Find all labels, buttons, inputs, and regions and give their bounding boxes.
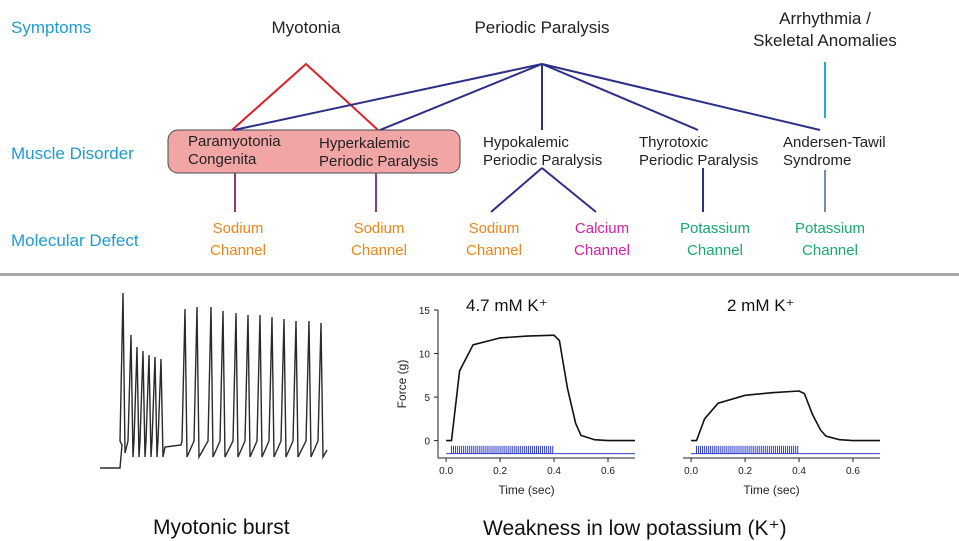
caption-myotonic-burst: Myotonic burst [153, 516, 290, 539]
defect-3-line1: Calcium [574, 220, 630, 237]
disorder-andersen-line2: Syndrome [783, 152, 852, 169]
periodic-paralysis-connectors [233, 63, 821, 213]
y-tick-label: 10 [419, 350, 431, 361]
defect-3-line2: Channel [574, 242, 630, 259]
disorder-hypokalemic-line2: Periodic Paralysis [483, 152, 603, 169]
disorder-paramyotonia-line2: Congenita [188, 151, 257, 168]
row-label-molecular-defect: Molecular Defect [11, 231, 139, 250]
x-tick-label: 0.0 [439, 466, 453, 477]
defect-2-line1: Sodium [468, 220, 520, 237]
x-tick-label: 0.4 [547, 466, 561, 477]
defect-1-line1: Sodium [353, 220, 405, 237]
x-tick-label: 0.0 [684, 466, 698, 477]
force-trace [691, 390, 880, 442]
defect-5-line2: Channel [802, 242, 858, 259]
x-tick-label: 0.2 [493, 466, 507, 477]
myotonia-connector [231, 62, 379, 131]
defect-1-line2: Channel [351, 242, 407, 259]
defect-5: Potassium Channel [786, 218, 874, 262]
x-tick-label: 0.4 [792, 466, 806, 477]
defect-2-line2: Channel [466, 242, 522, 259]
disorder-hyperkalemic-line1: Hyperkalemic [319, 135, 410, 152]
plot-title-right: 2 mM K⁺ [727, 296, 795, 315]
disorder-thyrotoxic: Thyrotoxic Periodic Paralysis [639, 134, 758, 170]
disorder-hypokalemic-line1: Hypokalemic [483, 134, 569, 151]
force-trace [446, 334, 635, 442]
disorder-andersen-line1: Andersen-Tawil [783, 134, 886, 151]
x-axis-label: Time (sec) [498, 483, 554, 497]
defect-5-line1: Potassium [794, 220, 866, 237]
disorder-andersen-tawil: Andersen-Tawil Syndrome [783, 134, 886, 170]
defect-4: Potassium Channel [671, 218, 759, 262]
x-tick-label: 0.6 [846, 466, 860, 477]
symptom-arrhythmia-line2: Skeletal Anomalies [753, 31, 897, 50]
defect-0: Sodium Channel [200, 218, 276, 262]
disorder-thyrotoxic-line1: Thyrotoxic [639, 134, 709, 151]
symptom-periodic-paralysis: Periodic Paralysis [474, 18, 610, 37]
y-tick-label: 0 [424, 437, 430, 448]
y-tick-label: 15 [419, 306, 431, 317]
burst-trace-line [100, 292, 328, 469]
symptom-myotonia: Myotonia [271, 18, 341, 37]
defect-1: Sodium Channel [341, 218, 417, 262]
section-divider [0, 273, 959, 276]
defect-4-line2: Channel [687, 242, 743, 259]
row-label-symptoms: Symptoms [11, 18, 92, 37]
disorder-hypokalemic: Hypokalemic Periodic Paralysis [483, 134, 602, 170]
defect-2: Sodium Channel [456, 218, 532, 262]
plot-title-left: 4.7 mM K⁺ [466, 296, 548, 315]
x-tick-label: 0.2 [738, 466, 752, 477]
x-tick-label: 0.6 [601, 466, 615, 477]
x-axis-label: Time (sec) [743, 483, 799, 497]
disorder-hyperkalemic-line2: Periodic Paralysis [319, 153, 439, 170]
disorder-hyperkalemic: Hyperkalemic Periodic Paralysis [319, 135, 438, 171]
symptom-arrhythmia-line1: Arrhythmia / [779, 9, 871, 28]
myotonic-burst-trace [100, 292, 328, 469]
defect-4-line1: Potassium [679, 220, 751, 237]
row-label-muscle-disorder: Muscle Disorder [11, 144, 134, 163]
disease-tree-diagram [167, 62, 826, 213]
y-tick-label: 5 [424, 393, 430, 404]
defect-3: Calcium Channel [562, 218, 642, 262]
y-axis-label: Force (g) [395, 360, 409, 409]
caption-weakness: Weakness in low potassium (K⁺) [483, 517, 787, 540]
defect-0-line1: Sodium [212, 220, 264, 237]
defect-0-line2: Channel [210, 242, 266, 259]
hyperkalemic-highlight-box [167, 129, 461, 174]
disorder-paramyotonia: Paramyotonia Congenita [188, 133, 281, 169]
disorder-thyrotoxic-line2: Periodic Paralysis [639, 152, 759, 169]
disorder-paramyotonia-line1: Paramyotonia [188, 133, 281, 150]
